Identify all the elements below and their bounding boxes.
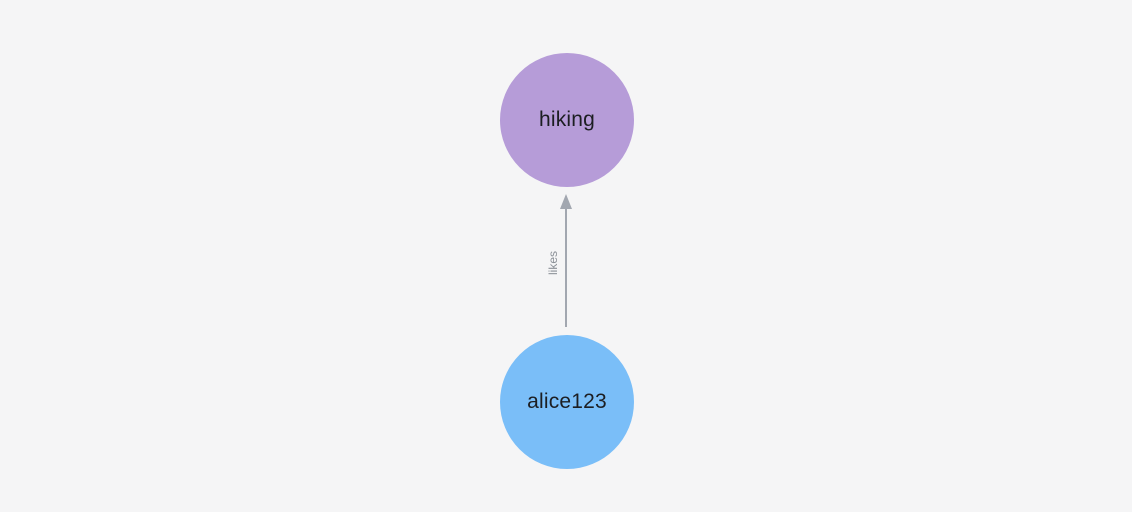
node-hiking[interactable]: hiking <box>500 53 634 187</box>
edge-line[interactable] <box>565 208 567 327</box>
edge-arrowhead-icon <box>560 194 572 209</box>
edge-label: likes <box>546 250 560 276</box>
node-hiking-label: hiking <box>538 108 596 131</box>
node-alice123-label: alice123 <box>527 390 607 413</box>
node-alice123[interactable]: alice123 <box>500 335 634 469</box>
